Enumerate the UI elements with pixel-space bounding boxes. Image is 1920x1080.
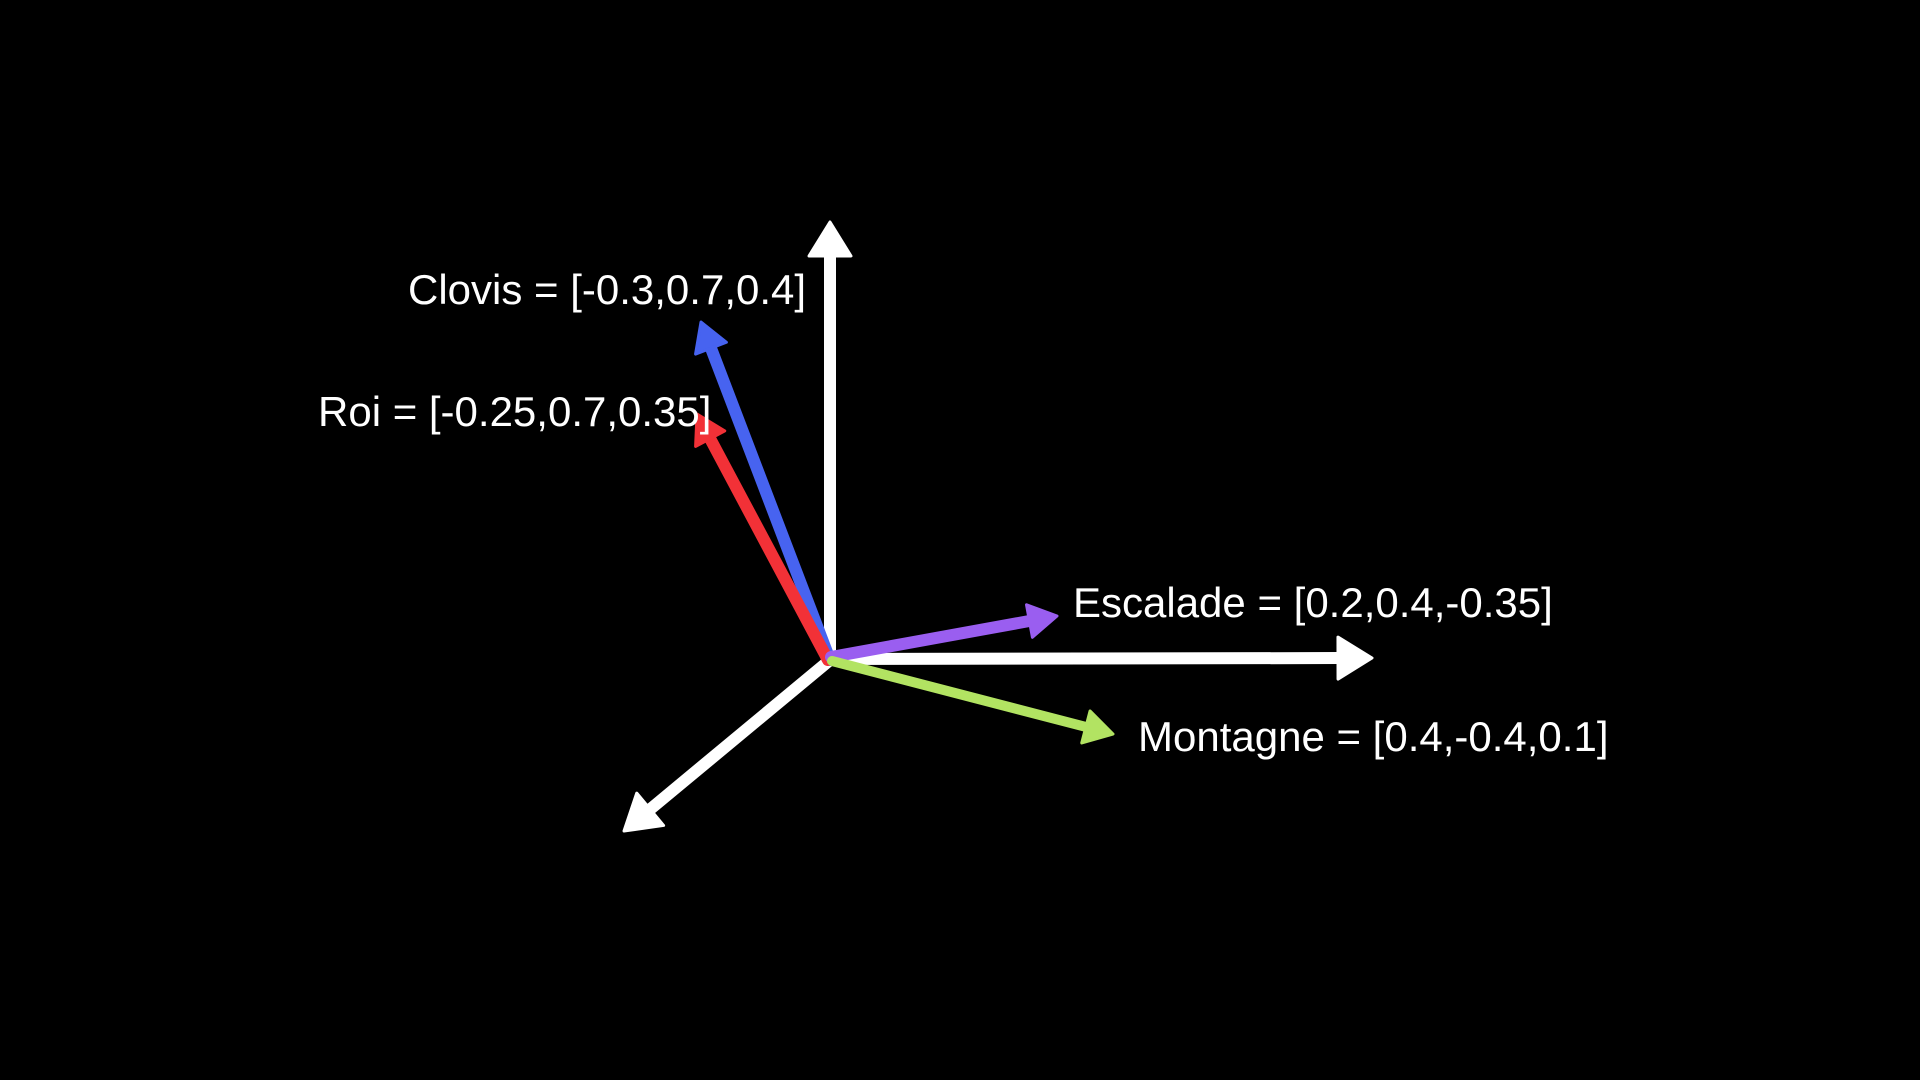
roi-vector-shaft	[703, 430, 834, 666]
x-axis-right-arrowhead	[1336, 635, 1374, 681]
vector-label-roi: Roi = [-0.25,0.7,0.35]	[318, 388, 712, 435]
z-axis-down-left-shaft	[642, 654, 836, 817]
roi-vector-arrowhead	[694, 412, 727, 448]
escalade-vector-shaft	[825, 614, 1038, 663]
y-axis-up-arrowhead	[807, 220, 853, 258]
clovis-vector-arrowhead	[694, 320, 728, 356]
montagne-vector-arrowhead	[1080, 709, 1115, 745]
vector-label-clovis: Clovis = [-0.3,0.7,0.4]	[408, 266, 807, 313]
z-axis-down-left-arrowhead	[622, 791, 666, 833]
x-axis-right-shaft	[824, 652, 1346, 665]
vector-label-escalade: Escalade = [0.2,0.4,-0.35]	[1073, 579, 1553, 626]
vector-label-montagne: Montagne = [0.4,-0.4,0.1]	[1138, 713, 1609, 760]
montagne-vector-shaft	[827, 656, 1093, 733]
escalade-vector-arrowhead	[1025, 603, 1059, 639]
clovis-vector-shaft	[704, 340, 836, 666]
